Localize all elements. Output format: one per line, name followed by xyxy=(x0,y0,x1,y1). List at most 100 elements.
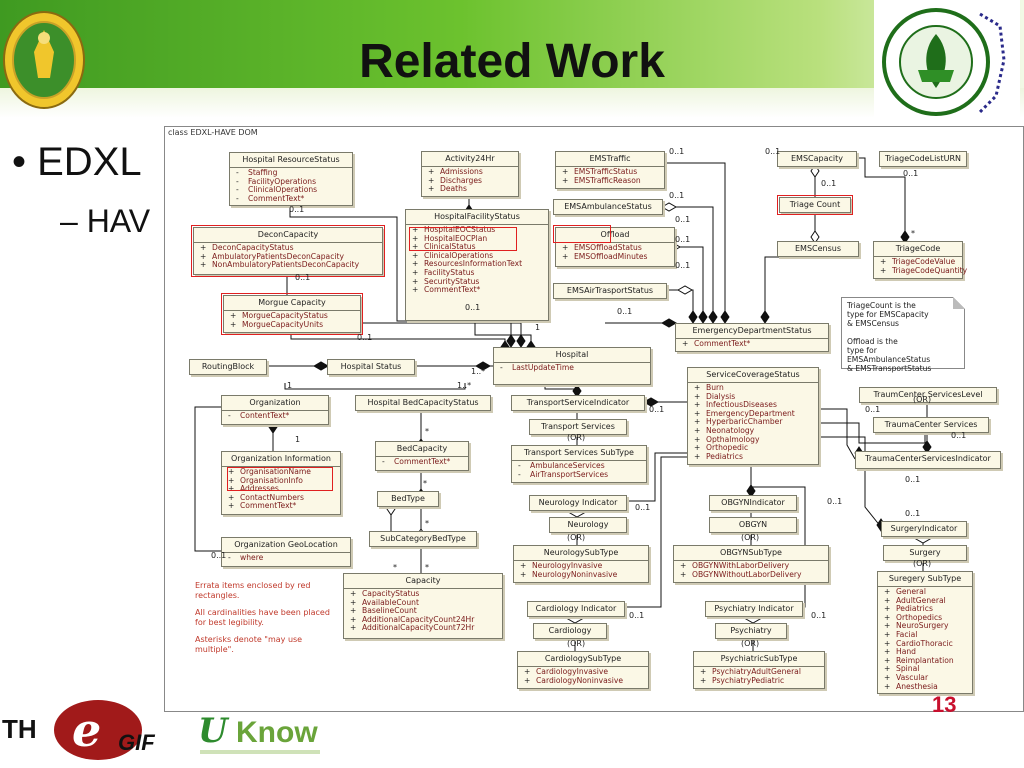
multiplicity-label: 0..1 xyxy=(811,611,827,620)
note-line: TriageCount is the xyxy=(847,301,916,310)
multiplicity-label: * xyxy=(423,479,427,488)
class-attribute: +HospitalEOCStatus xyxy=(412,225,496,234)
multiplicity-label: * xyxy=(393,563,397,572)
class-attribute: +Anesthesia xyxy=(884,681,938,691)
multiplicity-label: 0..1 xyxy=(629,611,645,620)
class-emst: EMSTraffic +EMSTrafficStatus+EMSTrafficRe… xyxy=(555,151,665,189)
class-name: Surgery xyxy=(909,548,941,557)
class-attribute: -ContentText* xyxy=(228,411,290,420)
class-attribute: +ResourcesInformationText xyxy=(412,259,523,269)
class-name: OBGYN xyxy=(738,520,768,529)
class-ci: Cardiology Indicator xyxy=(527,601,625,617)
class-name: BedType xyxy=(391,494,425,503)
class-bedtype: BedType xyxy=(377,491,439,507)
note-line: EMSAmbulanceStatus xyxy=(847,355,931,364)
class-emsamb: EMSAmbulanceStatus xyxy=(553,199,663,215)
class-attributes: +TriageCodeValue+TriageCodeQuantity xyxy=(874,256,967,277)
logo-know: Know xyxy=(236,716,318,749)
class-attribute: +AdultGeneral xyxy=(884,595,946,605)
class-csub: CardiologySubType +CardiologyInvasive+Car… xyxy=(517,651,649,689)
class-attributes: +OrganisationName+OrganisationInfo+Addre… xyxy=(222,466,340,513)
class-ts: Transport Services xyxy=(529,419,627,435)
class-decon: DeconCapacity+DeconCapacityStatus+Ambula… xyxy=(193,227,383,275)
class-attributes: +PsychiatryAdultGeneral+PsychiatryPediat… xyxy=(694,666,824,687)
class-attributes: +CardiologyInvasive+CardiologyNoninvasiv… xyxy=(518,666,648,687)
multiplicity-label: 0..1 xyxy=(465,303,481,312)
class-attribute: -AmbulanceServices xyxy=(518,461,605,470)
class-attributes: +HospitalEOCStatus+HospitalEOCPlan+Clini… xyxy=(406,224,548,297)
class-hbcs: Hospital BedCapacityStatus xyxy=(355,395,491,411)
class-attributes: -Staffing-FacilityOperations-ClinicalOpe… xyxy=(230,167,352,205)
bullet-text: EDXL xyxy=(37,140,142,184)
class-attributes: +EMSTrafficStatus+EMSTrafficReason xyxy=(556,166,664,187)
aggregation-diamond xyxy=(708,310,718,324)
class-attribute: +HospitalEOCPlan xyxy=(412,233,488,243)
class-attribute: +FacilityStatus xyxy=(412,267,475,277)
logo-th: TH xyxy=(2,714,37,744)
class-name: EMSTraffic xyxy=(589,154,631,163)
class-attributes: -where xyxy=(222,552,350,565)
class-attribute: +NeurologyInvasive xyxy=(520,561,603,570)
multiplicity-label: 0..1 xyxy=(903,169,919,178)
class-attribute: +Hand xyxy=(884,647,916,657)
class-attribute: -Staffing xyxy=(236,168,278,177)
class-morgue: Morgue Capacity+MorgueCapacityStatus+Mor… xyxy=(223,295,361,333)
class-name: EMSAmbulanceStatus xyxy=(564,202,652,211)
class-orggeo: Organization GeoLocation -where xyxy=(221,537,351,567)
class-attribute: +PsychiatryPediatric xyxy=(700,675,785,685)
class-name: ServiceCoverageStatus xyxy=(706,370,800,379)
class-name: BedCapacity xyxy=(396,444,448,453)
note-line: & EMSTransportStatus xyxy=(847,364,932,373)
class-name: Transport Services SubType xyxy=(524,448,634,457)
errata-highlight xyxy=(191,225,385,277)
class-attribute: +HyperbaricChamber xyxy=(694,417,783,427)
class-orginfo: Organization Information+OrganisationNam… xyxy=(221,451,341,515)
class-attributes: -LastUpdateTime xyxy=(494,362,650,375)
class-attribute: +Opthalmology xyxy=(694,434,760,444)
uml-class-diagram: class EDXL-HAVE DOM Hospital ResourceSta… xyxy=(164,126,1024,712)
multiplicity-label: 0..1 xyxy=(357,333,373,342)
class-tcsl: TraumCenter ServicesLevel xyxy=(859,387,997,403)
class-emscen: EMSCensus xyxy=(777,241,859,257)
class-tsi: TransportServiceIndicator xyxy=(511,395,645,411)
class-name: Organization GeoLocation xyxy=(234,540,338,549)
class-name: Hospital Status xyxy=(340,362,402,371)
class-name: EmergencyDepartmentStatus xyxy=(692,326,812,335)
class-attribute: +OrganisationName xyxy=(228,467,311,476)
class-attribute: +PsychiatryAdultGeneral xyxy=(700,667,801,676)
class-attributes: +Burn+Dialysis+InfectiousDiseases+Emerge… xyxy=(688,382,818,463)
aggregation-diamond xyxy=(660,318,678,328)
class-cardio: Cardiology xyxy=(533,623,607,639)
multiplicity-label: * xyxy=(425,519,429,528)
class-name: Hospital ResourceStatus xyxy=(242,155,340,164)
class-hospital: Hospital-LastUpdateTime xyxy=(493,347,651,385)
class-psub: PsychiatricSubType+PsychiatryAdultGenera… xyxy=(693,651,825,689)
connector-line xyxy=(750,463,806,608)
note-line: type for EMSCapacity xyxy=(847,310,929,319)
multiplicity-label: 0..1 xyxy=(669,147,685,156)
class-name: CardiologySubType xyxy=(544,654,622,663)
class-attributes: -ContentText* xyxy=(222,410,328,423)
multiplicity-label: * xyxy=(425,563,429,572)
multiplicity-label: 0..1 xyxy=(289,205,305,214)
errata-highlight xyxy=(409,227,517,251)
class-name: Hospital BedCapacityStatus xyxy=(367,398,479,407)
aggregation-diamond xyxy=(810,164,820,178)
class-neuro: Neurology xyxy=(549,517,627,533)
class-tcode: TriageCode+TriageCodeValue+TriageCodeQua… xyxy=(873,241,967,279)
class-name: HospitalFacilityStatus xyxy=(434,212,520,221)
class-attribute: +Addresses xyxy=(228,484,279,494)
multiplicity-label: 1 xyxy=(295,435,301,444)
class-pi: Psychiatry Indicator xyxy=(705,601,803,617)
class-attributes: -AmbulanceServices-AirTransportServices xyxy=(512,460,646,481)
class-ni: Neurology Indicator xyxy=(529,495,627,511)
class-attributes: +CommentText* xyxy=(676,338,828,351)
diagram-title: class EDXL-HAVE DOM xyxy=(168,128,258,137)
connector-line xyxy=(284,383,466,390)
class-attribute: -AirTransportServices xyxy=(518,469,609,479)
errata-highlight xyxy=(553,225,611,243)
connector-line xyxy=(817,436,882,528)
class-attribute: +OBGYNWithoutLaborDelivery xyxy=(680,569,802,579)
class-name: Cardiology xyxy=(548,626,592,635)
uknow-logo: U Know xyxy=(198,711,320,754)
